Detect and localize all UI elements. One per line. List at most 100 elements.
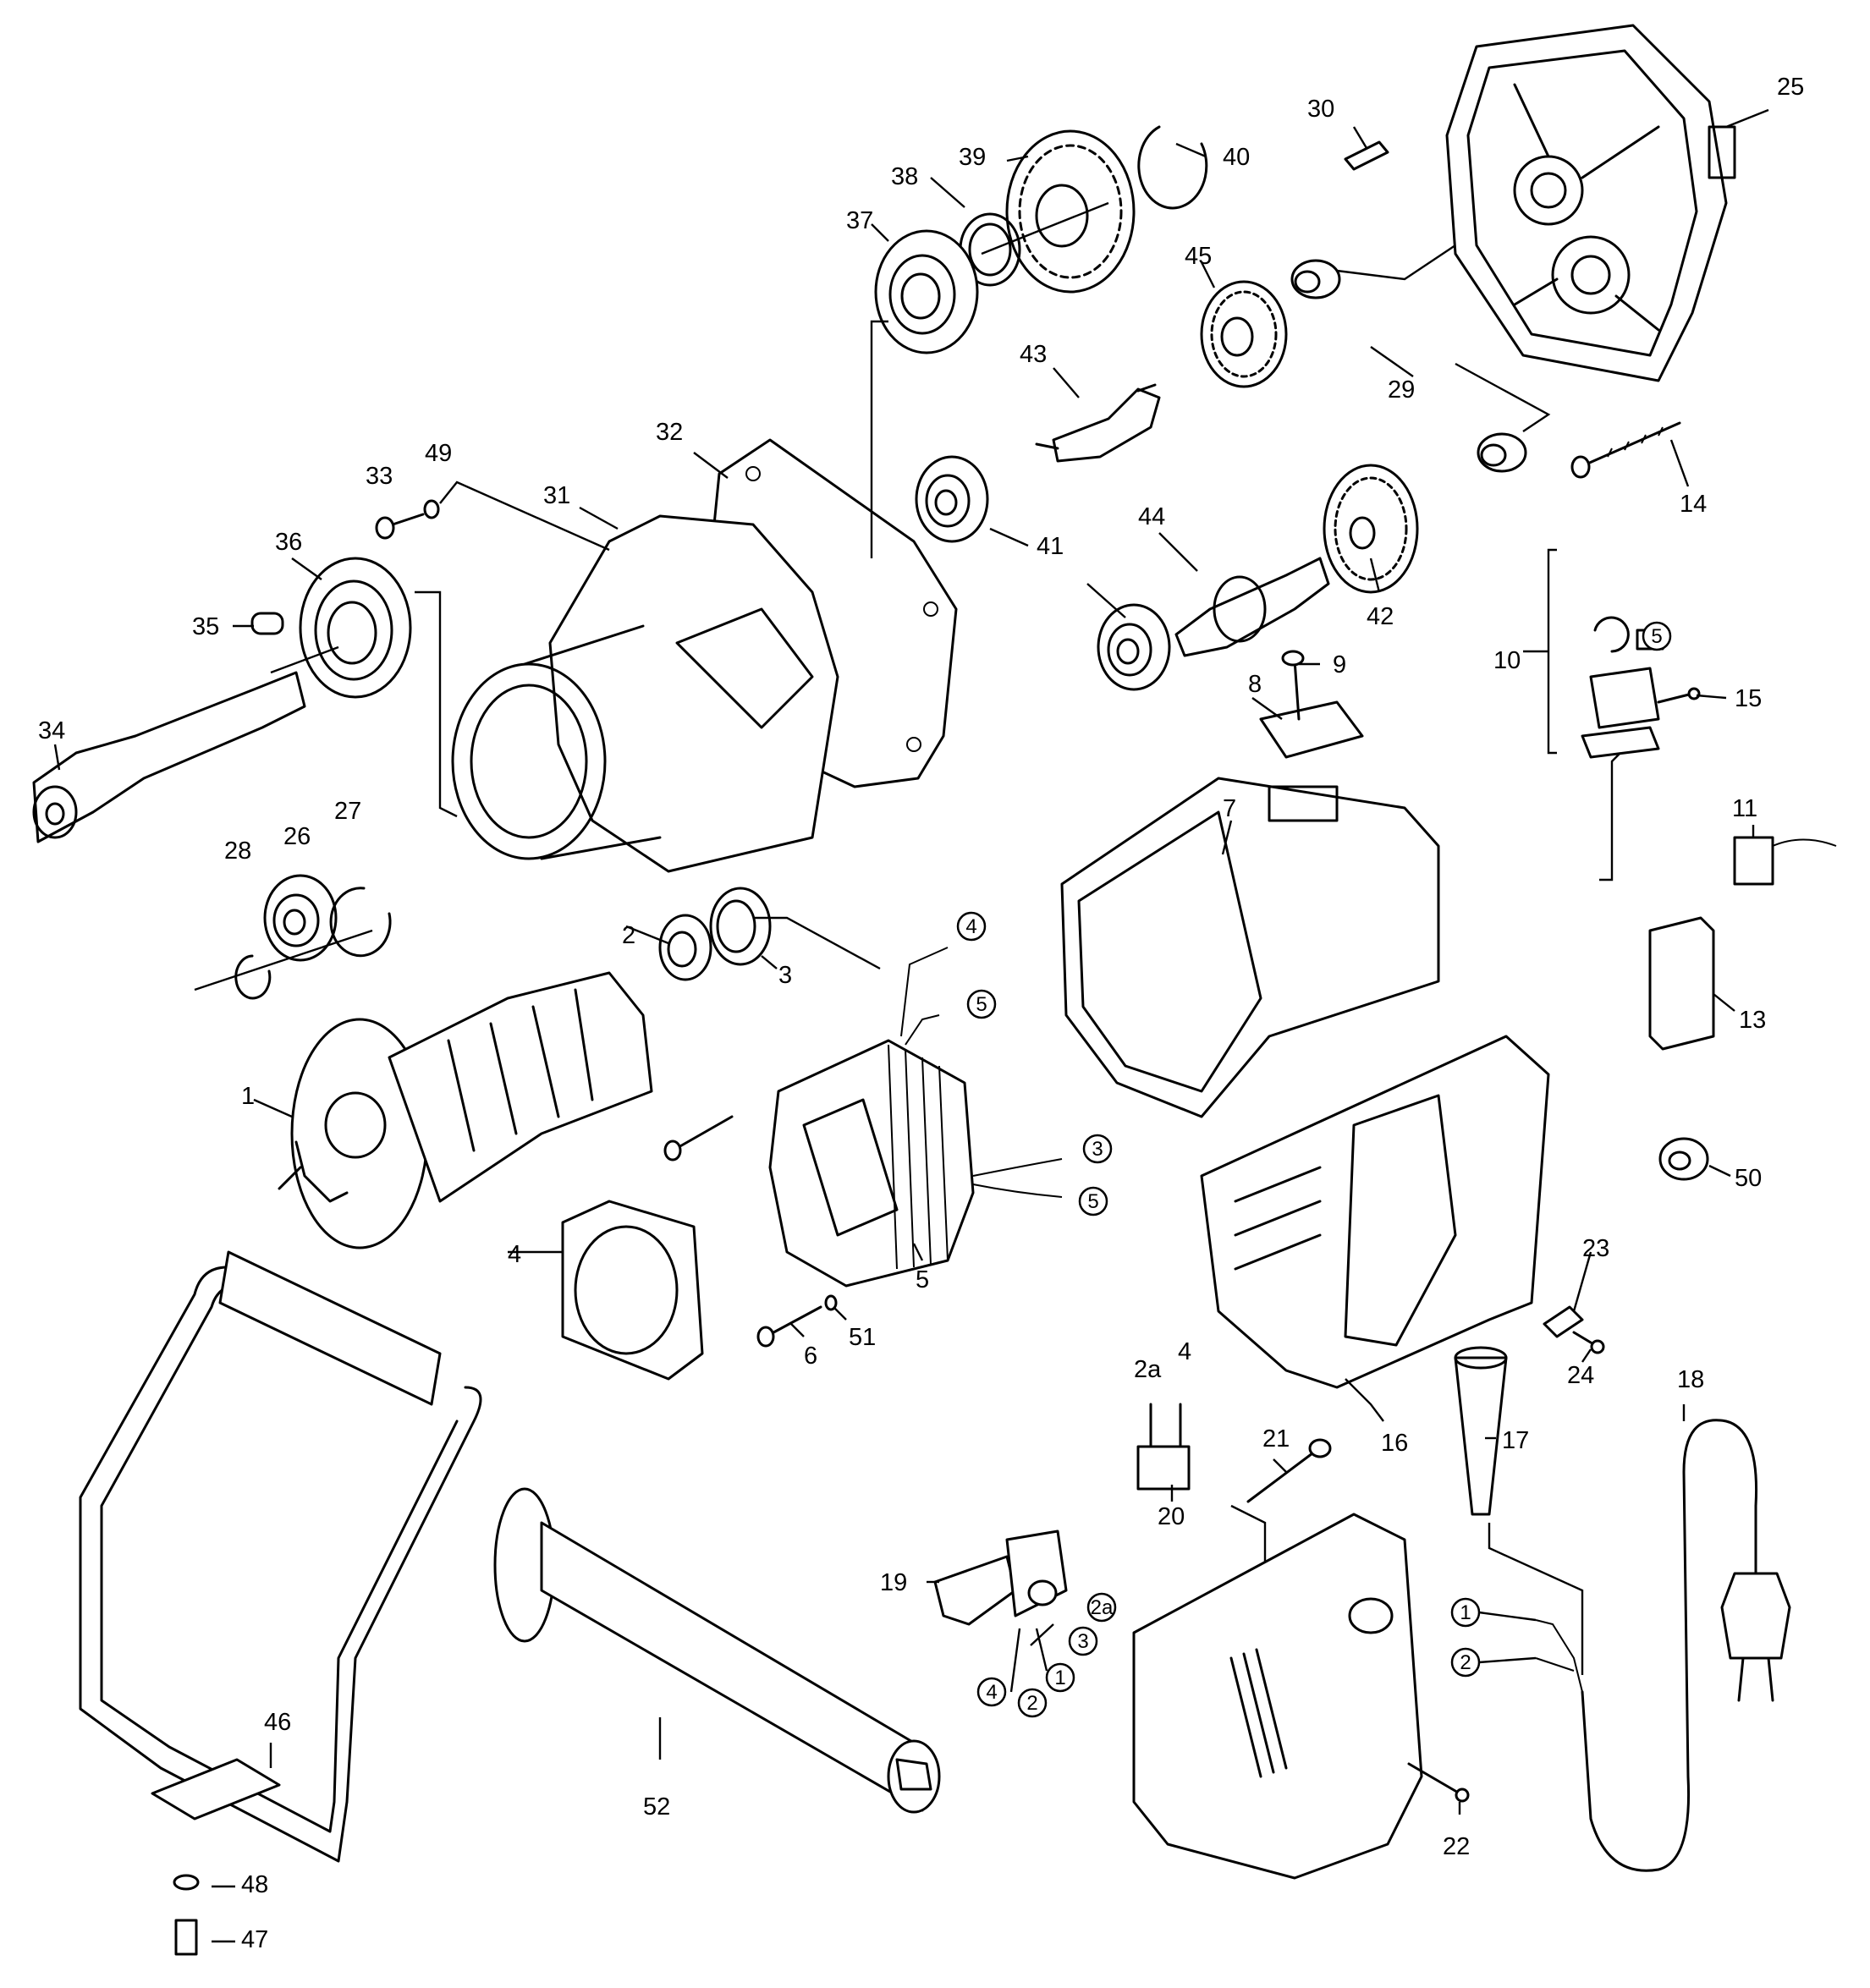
part-39-gear	[1005, 129, 1136, 294]
label-20: 20	[1158, 1503, 1185, 1530]
part-29-needle-bearing-lower	[1477, 432, 1527, 473]
label-43: 43	[1020, 341, 1047, 368]
switch-marker-3: 3	[1077, 1630, 1088, 1653]
label-28: 28	[224, 837, 251, 865]
part-52-side-handle	[493, 1487, 941, 1814]
label-49: 49	[425, 440, 452, 467]
label-34: 34	[38, 717, 65, 744]
label-24: 24	[1567, 1362, 1594, 1389]
wire-marker-3-coil: 3	[1092, 1138, 1103, 1161]
part-29-needle-bearing-upper	[1290, 259, 1341, 299]
label-30: 30	[1307, 96, 1334, 123]
part-21-screw	[1246, 1438, 1332, 1503]
part-43-pinion-shaft	[1035, 383, 1161, 463]
label-17: 17	[1502, 1427, 1529, 1454]
label-39: 39	[959, 144, 986, 171]
part-20-capacitor	[1136, 1403, 1191, 1491]
part-9-screw	[1281, 650, 1305, 721]
part-31-gear-housing	[451, 514, 839, 873]
label-1: 1	[241, 1083, 255, 1110]
label-35: 35	[192, 613, 219, 640]
part-3-sleeve	[709, 887, 772, 966]
part-48-washer	[173, 1874, 200, 1891]
label-6: 6	[804, 1343, 817, 1370]
part-36-ball-bearing	[299, 557, 412, 699]
part-23-clip	[1543, 1305, 1584, 1338]
label-42: 42	[1367, 603, 1394, 630]
label-13: 13	[1739, 1007, 1766, 1034]
part-41-bearing-upper	[915, 455, 989, 543]
label-25: 25	[1777, 74, 1804, 101]
label-18: 18	[1677, 1366, 1704, 1393]
part-16-handle-half-upper	[1200, 1035, 1550, 1389]
wire-markers: 4 5 3 5 5 2a 3 1 2 4 1 2	[956, 621, 1672, 1718]
part-4-end-bracket	[561, 1200, 704, 1381]
part-41-bearing-lower	[1097, 603, 1171, 691]
part-16-handle-half-lower	[1132, 1513, 1423, 1880]
label-4: 4	[508, 1241, 521, 1268]
label-27: 27	[334, 798, 361, 825]
label-47: 47	[241, 1926, 268, 1953]
part-18-power-cord	[1581, 1419, 1791, 1872]
label-37: 37	[846, 207, 873, 234]
label-36: 36	[275, 529, 302, 556]
label-5: 5	[916, 1266, 929, 1293]
part-45-gear	[1200, 280, 1288, 388]
part-37-ball-bearing	[874, 229, 979, 354]
part-11-carbon-brush	[1733, 836, 1837, 886]
part-5-field-coil	[768, 1039, 975, 1288]
label-14: 14	[1680, 491, 1707, 518]
cord-marker-1: 1	[1460, 1601, 1471, 1624]
part-44-intermediate-shaft	[1174, 557, 1330, 657]
label-2: 2	[622, 922, 635, 949]
label-32: 32	[656, 419, 683, 446]
part-6-screw-upper	[663, 1115, 734, 1161]
label-11: 11	[1732, 795, 1757, 822]
label-44: 44	[1138, 503, 1165, 530]
part-50-grommet	[1658, 1137, 1709, 1181]
part-42-gear	[1323, 464, 1419, 594]
switch-marker-4: 4	[986, 1681, 997, 1704]
label-50: 50	[1735, 1165, 1762, 1192]
label-21: 21	[1262, 1425, 1290, 1453]
label-7: 7	[1223, 795, 1236, 822]
label-4-capacitor: 4	[1178, 1338, 1191, 1365]
part-22-screw	[1407, 1762, 1470, 1803]
label-41: 41	[1037, 533, 1064, 560]
label-15: 15	[1735, 685, 1762, 712]
part-34-spindle	[32, 671, 306, 843]
label-45: 45	[1185, 243, 1212, 270]
part-40-circlip	[1137, 125, 1208, 210]
part-27-circlip	[329, 887, 392, 958]
part-47-screw	[174, 1919, 198, 1956]
part-33-screw	[375, 513, 425, 540]
part-2-bearing	[658, 914, 712, 981]
wire-marker-5-brush: 5	[1651, 625, 1662, 648]
wire-marker-5-top: 5	[976, 993, 987, 1016]
label-22: 22	[1443, 1833, 1470, 1860]
part-1-armature	[278, 971, 653, 1249]
part-6-screw-lower	[756, 1305, 822, 1348]
part-13-insulator-block	[1648, 916, 1715, 1051]
label-38: 38	[891, 163, 918, 190]
part-14-screw	[1570, 421, 1681, 479]
label-48: 48	[241, 1871, 268, 1898]
part-17-cable-sleeve	[1454, 1346, 1508, 1516]
switch-marker-1: 1	[1054, 1667, 1065, 1689]
part-35-key	[250, 612, 284, 635]
label-31: 31	[543, 482, 570, 509]
label-2a: 2a	[1134, 1356, 1162, 1383]
part-number-labels: 25 30 40 39 38 37 45 29 14 43 32 33 49 3…	[38, 74, 1804, 1953]
label-16: 16	[1381, 1430, 1408, 1457]
wire-marker-5-coil: 5	[1087, 1190, 1098, 1213]
part-25-gear-housing-cover	[1445, 24, 1736, 382]
label-9: 9	[1333, 651, 1346, 678]
label-46: 46	[264, 1709, 291, 1736]
part-49-washer	[423, 499, 440, 519]
label-51: 51	[849, 1324, 876, 1351]
part-7-motor-housing	[1060, 777, 1440, 1118]
label-8: 8	[1248, 671, 1262, 698]
part-19-switch	[933, 1529, 1068, 1626]
part-24-screw	[1572, 1331, 1605, 1354]
